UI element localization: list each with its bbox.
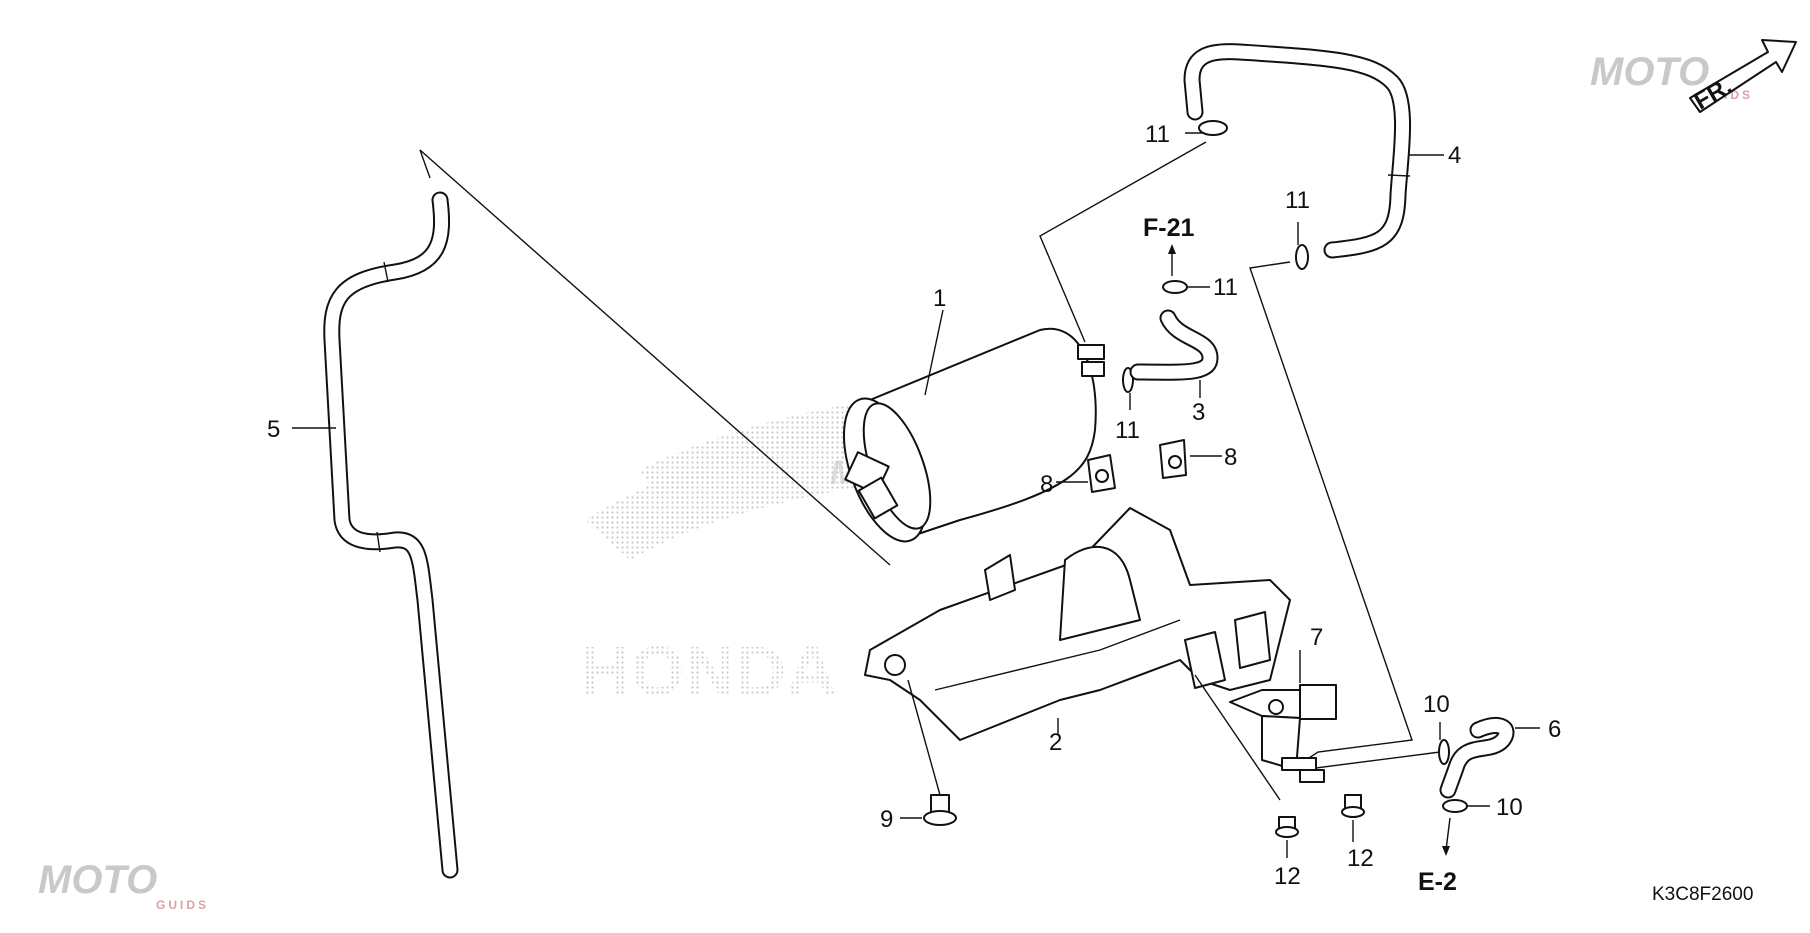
part-11-clamp-b[interactable] xyxy=(1295,244,1309,270)
svg-text:GUIDS: GUIDS xyxy=(156,898,209,912)
callout-4: 4 xyxy=(1448,142,1461,169)
callout-9: 9 xyxy=(880,806,893,833)
part-6-hose[interactable] xyxy=(1439,717,1515,799)
callout-8a: 8 xyxy=(1040,471,1053,498)
callout-1: 1 xyxy=(933,285,946,312)
callout-5: 5 xyxy=(267,416,280,443)
part-10-clamp-b[interactable] xyxy=(1442,799,1468,813)
part-8-nut-a[interactable] xyxy=(1087,454,1116,493)
part-1-canister[interactable] xyxy=(827,327,1105,552)
callout-11b: 11 xyxy=(1285,187,1310,214)
part-12-bolt-b[interactable] xyxy=(1341,794,1365,818)
part-10-clamp-a[interactable] xyxy=(1438,739,1450,765)
callout-10a: 10 xyxy=(1423,691,1450,718)
callout-3: 3 xyxy=(1192,399,1205,426)
part-8-nut-b[interactable] xyxy=(1159,439,1187,479)
callout-2: 2 xyxy=(1049,729,1062,756)
callout-8b: 8 xyxy=(1224,444,1237,471)
part-2-bracket[interactable] xyxy=(864,507,1291,741)
callout-11a: 11 xyxy=(1145,121,1170,148)
part-4-hose[interactable] xyxy=(1183,43,1412,259)
callout-12b: 12 xyxy=(1347,845,1374,872)
callout-10b: 10 xyxy=(1496,794,1523,821)
part-9-bolt[interactable] xyxy=(923,794,957,826)
svg-text:MOTO: MOTO xyxy=(1590,50,1709,94)
part-11-clamp-a[interactable] xyxy=(1198,120,1228,136)
svg-text:HONDA: HONDA xyxy=(580,632,837,710)
part-12-bolt-a[interactable] xyxy=(1275,816,1299,838)
callout-6: 6 xyxy=(1548,716,1561,743)
ref-f21: F-21 xyxy=(1143,214,1195,242)
callout-11c: 11 xyxy=(1213,274,1238,301)
callout-11d: 11 xyxy=(1115,417,1140,444)
part-7-solenoid-valve[interactable] xyxy=(1229,684,1337,783)
part-3-hose[interactable] xyxy=(1129,309,1219,381)
part-5-hose[interactable] xyxy=(323,191,459,879)
logo-bottom-left: MOTO GUIDS xyxy=(38,858,209,912)
diagram-code: K3C8F2600 xyxy=(1652,884,1753,905)
svg-text:MOTO: MOTO xyxy=(38,858,157,902)
ref-e2: E-2 xyxy=(1418,868,1457,896)
part-11-clamp-c[interactable] xyxy=(1162,280,1188,294)
callout-7: 7 xyxy=(1310,624,1323,651)
callout-12a: 12 xyxy=(1274,863,1301,890)
